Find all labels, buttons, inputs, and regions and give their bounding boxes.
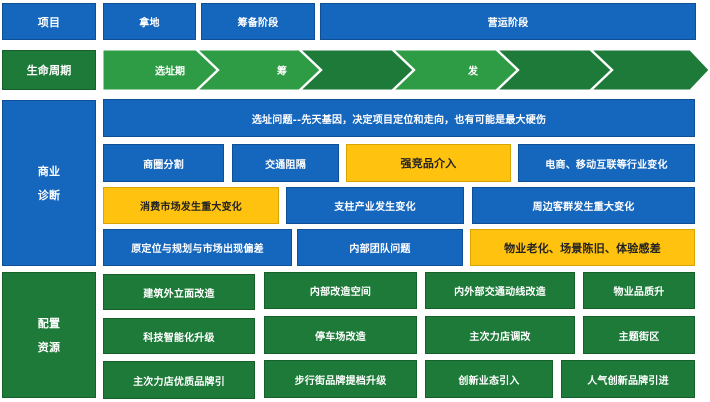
diag-customer-group-change[interactable]: 周边客群发生重大变化	[472, 187, 695, 224]
res-property-quality[interactable]: 物业品质升	[583, 272, 695, 309]
res-street-upgrade[interactable]: 步行街品牌提档升级	[264, 360, 417, 398]
row-label-diagnosis: 商业 诊断	[2, 100, 96, 266]
res-parking[interactable]: 停车场改造	[264, 316, 417, 354]
diagnosis-label-stack: 商业 诊断	[37, 165, 61, 202]
diagnosis-top-issue[interactable]: 选址问题--先天基因，决定项目定位和走向，也有可能是最大硬伤	[103, 99, 695, 137]
diag-consumer-market-change[interactable]: 消费市场发生重大变化	[103, 187, 279, 224]
diag-ecommerce-change[interactable]: 电商、移动互联等行业变化	[518, 144, 695, 182]
chevron-1	[102, 49, 218, 91]
res-smart-tech[interactable]: 科技智能化升级	[103, 318, 255, 354]
diag-traffic-barrier[interactable]: 交通阻隔	[232, 144, 339, 182]
res-anchor-store[interactable]: 主次力店调改	[425, 316, 575, 354]
res-interior-space[interactable]: 内部改造空间	[264, 272, 417, 309]
diag-team-issue[interactable]: 内部团队问题	[297, 229, 463, 266]
resources-label-stack: 配置 资源	[37, 317, 61, 354]
diag-pillar-industry-change[interactable]: 支柱产业发生变化	[286, 187, 464, 224]
res-quality-brands[interactable]: 主次力店优质品牌引	[103, 361, 255, 399]
res-traffic-flow[interactable]: 内外部交通动线改造	[425, 272, 575, 309]
diag-aging-property[interactable]: 物业老化、场景陈旧、体验感差	[470, 229, 695, 266]
chevron-6	[590, 49, 710, 91]
diag-positioning-deviation[interactable]: 原定位与规划与市场出现偏差	[103, 229, 292, 266]
res-facade-renovation[interactable]: 建筑外立面改造	[103, 274, 255, 310]
res-new-format[interactable]: 创新业态引入	[425, 360, 553, 398]
row-label-project: 项目	[2, 3, 96, 40]
row-label-lifecycle: 生命周期	[2, 50, 96, 90]
phase-preparation: 筹	[277, 66, 287, 78]
diag-trade-area-split[interactable]: 商圈分割	[103, 144, 224, 182]
res-popular-brands[interactable]: 人气创新品牌引进	[561, 360, 695, 398]
phase-site-selection: 选址期	[155, 66, 185, 78]
chevron-4	[392, 49, 518, 91]
chevron-2	[196, 49, 321, 91]
stage-land[interactable]: 拿地	[103, 3, 196, 40]
stage-preparation[interactable]: 筹备阶段	[201, 3, 315, 40]
res-theme-block[interactable]: 主题街区	[583, 316, 695, 354]
row-label-resources: 配置 资源	[2, 272, 96, 398]
chevron-5	[496, 49, 612, 91]
stage-operation[interactable]: 营运阶段	[320, 3, 696, 40]
phase-development: 发	[468, 66, 478, 78]
diag-strong-competitor[interactable]: 强竞品介入	[346, 144, 511, 182]
chevron-3	[299, 49, 414, 91]
